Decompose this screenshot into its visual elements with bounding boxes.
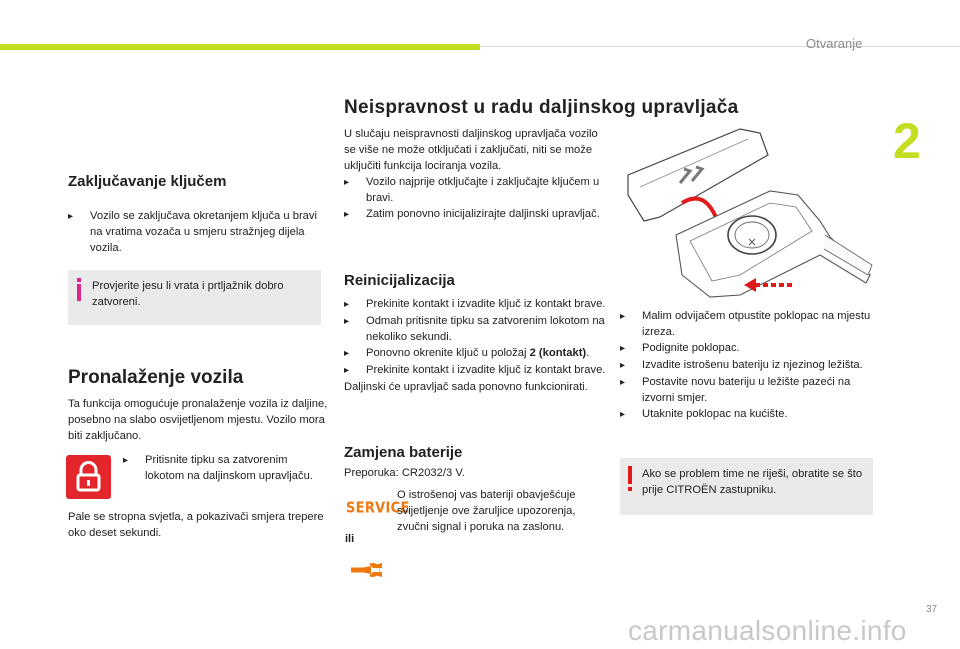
info-note [68, 270, 321, 325]
warning-icon [625, 466, 635, 492]
find-vehicle-bullet: ▸ Pritisnite tipku sa zatvorenim lokotom… [123, 454, 313, 482]
closed-padlock-icon [66, 455, 111, 499]
page-number: 37 [926, 604, 938, 615]
lock-with-key-heading: Zaključavanje ključem [68, 173, 227, 190]
header-divider [480, 46, 960, 47]
malfunction-intro: U slučaju neispravnosti daljinskog uprav… [344, 126, 606, 223]
wrench-icon [349, 560, 383, 580]
battery-step-3: ▸Izvadite istrošenu bateriju iz njezinog… [620, 359, 863, 371]
info-note-text: Provjerite jesu li vrata i prtljažnik do… [92, 280, 284, 308]
lock-bullet: ▸ Vozilo se zaključava okretanjem ključa… [68, 210, 317, 254]
reinit-bullet-4: ▸Prekinite kontakt i izvadite ključ iz k… [344, 364, 606, 376]
or-label: ili [345, 533, 355, 545]
info-icon [74, 278, 84, 302]
battery-step-2: ▸Podignite poklopac. [620, 342, 740, 354]
bullet-marker: ▸ [68, 211, 74, 222]
intro-bullet-1: ▸Vozilo najprije otključajte i zaključaj… [344, 176, 600, 204]
reinit-result: Daljinski će upravljač sada ponovno funk… [344, 381, 588, 393]
header-accent-bar [0, 44, 480, 50]
warning-note-text: Ako se problem time ne riješi, obratite … [642, 468, 863, 496]
remote-malfunction-heading: Neispravnost u radu daljinskog upravljač… [344, 97, 739, 118]
chapter-name: Otvaranje [806, 36, 863, 51]
bullet-marker: ▸ [123, 455, 129, 466]
battery-warning-text: O istrošenoj vas bateriji obavješćuje sv… [397, 489, 576, 533]
chapter-number: 2 [893, 113, 921, 169]
reinitialisation-heading: Reinicijalizacija [344, 272, 455, 289]
warning-note [620, 458, 873, 515]
battery-step-4: ▸Postavite novu bateriju u ležište pazeć… [620, 376, 851, 404]
find-vehicle-heading: Pronalaženje vozila [68, 367, 244, 388]
watermark: carmanualsonline.info [628, 615, 907, 646]
reinitialisation-steps: ▸Prekinite kontakt i izvadite ključ iz k… [344, 296, 606, 395]
find-vehicle-result: Pale se stropna svjetla, a pokazivači sm… [68, 511, 324, 539]
reinit-bullet-1: ▸Prekinite kontakt i izvadite ključ iz k… [344, 298, 606, 310]
battery-step-1: ▸Malim odvijačem otpustite poklopac na m… [620, 310, 871, 338]
battery-replacement-heading: Zamjena baterije [344, 444, 463, 461]
battery-steps: ▸Malim odvijačem otpustite poklopac na m… [620, 308, 875, 423]
find-vehicle-text: Ta funkcija omogućuje pronalaženje vozil… [68, 398, 328, 442]
intro-bullet-2: ▸Zatim ponovno inicijalizirajte daljinsk… [344, 208, 600, 220]
reinit-bullet-3: ▸Ponovno okrenite ključ u položaj 2 (kon… [344, 347, 590, 359]
key-fob-battery-illustration [620, 125, 875, 310]
service-warning-icon: SERVICE [346, 499, 410, 518]
reinit-bullet-2: ▸Odmah pritisnite tipku sa zatvorenim lo… [344, 315, 605, 343]
battery-recommendation: Preporuka: CR2032/3 V. [344, 467, 465, 479]
battery-step-5: ▸Utaknite poklopac na kućište. [620, 408, 788, 420]
